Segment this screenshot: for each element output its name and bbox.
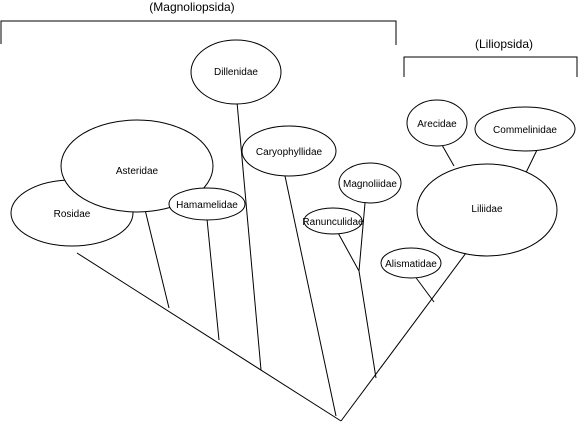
- liliopsida-bracket: [403, 56, 578, 77]
- node-asteridae: Asteridae: [60, 119, 214, 213]
- node-alismatidae: Alismatidae: [380, 247, 442, 279]
- branch-magnoliidae-stem: [358, 270, 377, 379]
- branch-hamamelidae: [206, 218, 220, 341]
- node-liliidae: Liliidae: [416, 163, 558, 257]
- label-magnoliidae: Magnoliidae: [343, 179, 397, 190]
- label-dillenidae: Dillenidae: [214, 67, 258, 78]
- label-caryophyllidae: Caryophyllidae: [256, 147, 323, 158]
- node-ranunculidae: Ranunculidae: [302, 207, 364, 235]
- label-rosidae: Rosidae: [54, 209, 91, 220]
- branch-alismatidae: [413, 274, 435, 303]
- branch-caryophyllidae: [284, 175, 337, 417]
- node-arecidae: Arecidae: [406, 99, 468, 147]
- branch-main-left: [76, 252, 342, 422]
- node-commelinidae: Commelinidae: [474, 106, 576, 152]
- label-hamamelidae: Hamamelidae: [176, 200, 238, 211]
- node-dillenidae: Dillenidae: [190, 39, 282, 105]
- branch-ranunculidae: [336, 230, 360, 272]
- branch-arecidae: [441, 144, 455, 167]
- node-hamamelidae: Hamamelidae: [168, 187, 246, 221]
- branch-dillenidae: [236, 101, 262, 371]
- label-arecidae: Arecidae: [417, 119, 457, 130]
- branch-magnoliidae: [358, 202, 366, 272]
- branch-main-right: [340, 252, 467, 422]
- node-caryophyllidae: Caryophyllidae: [241, 125, 337, 177]
- label-alismatidae: Alismatidae: [385, 259, 437, 270]
- label-liliidae: Liliidae: [471, 204, 503, 215]
- liliopsida-label: (Liliopsida): [475, 37, 533, 51]
- label-commelinidae: Commelinidae: [493, 125, 557, 136]
- node-magnoliidae: Magnoliidae: [338, 162, 402, 204]
- magnoliopsida-bracket: [0, 20, 397, 45]
- label-ranunculidae: Ranunculidae: [302, 217, 364, 228]
- label-asteridae: Asteridae: [116, 166, 159, 177]
- magnoliopsida-label: (Magnoliopsida): [149, 0, 234, 14]
